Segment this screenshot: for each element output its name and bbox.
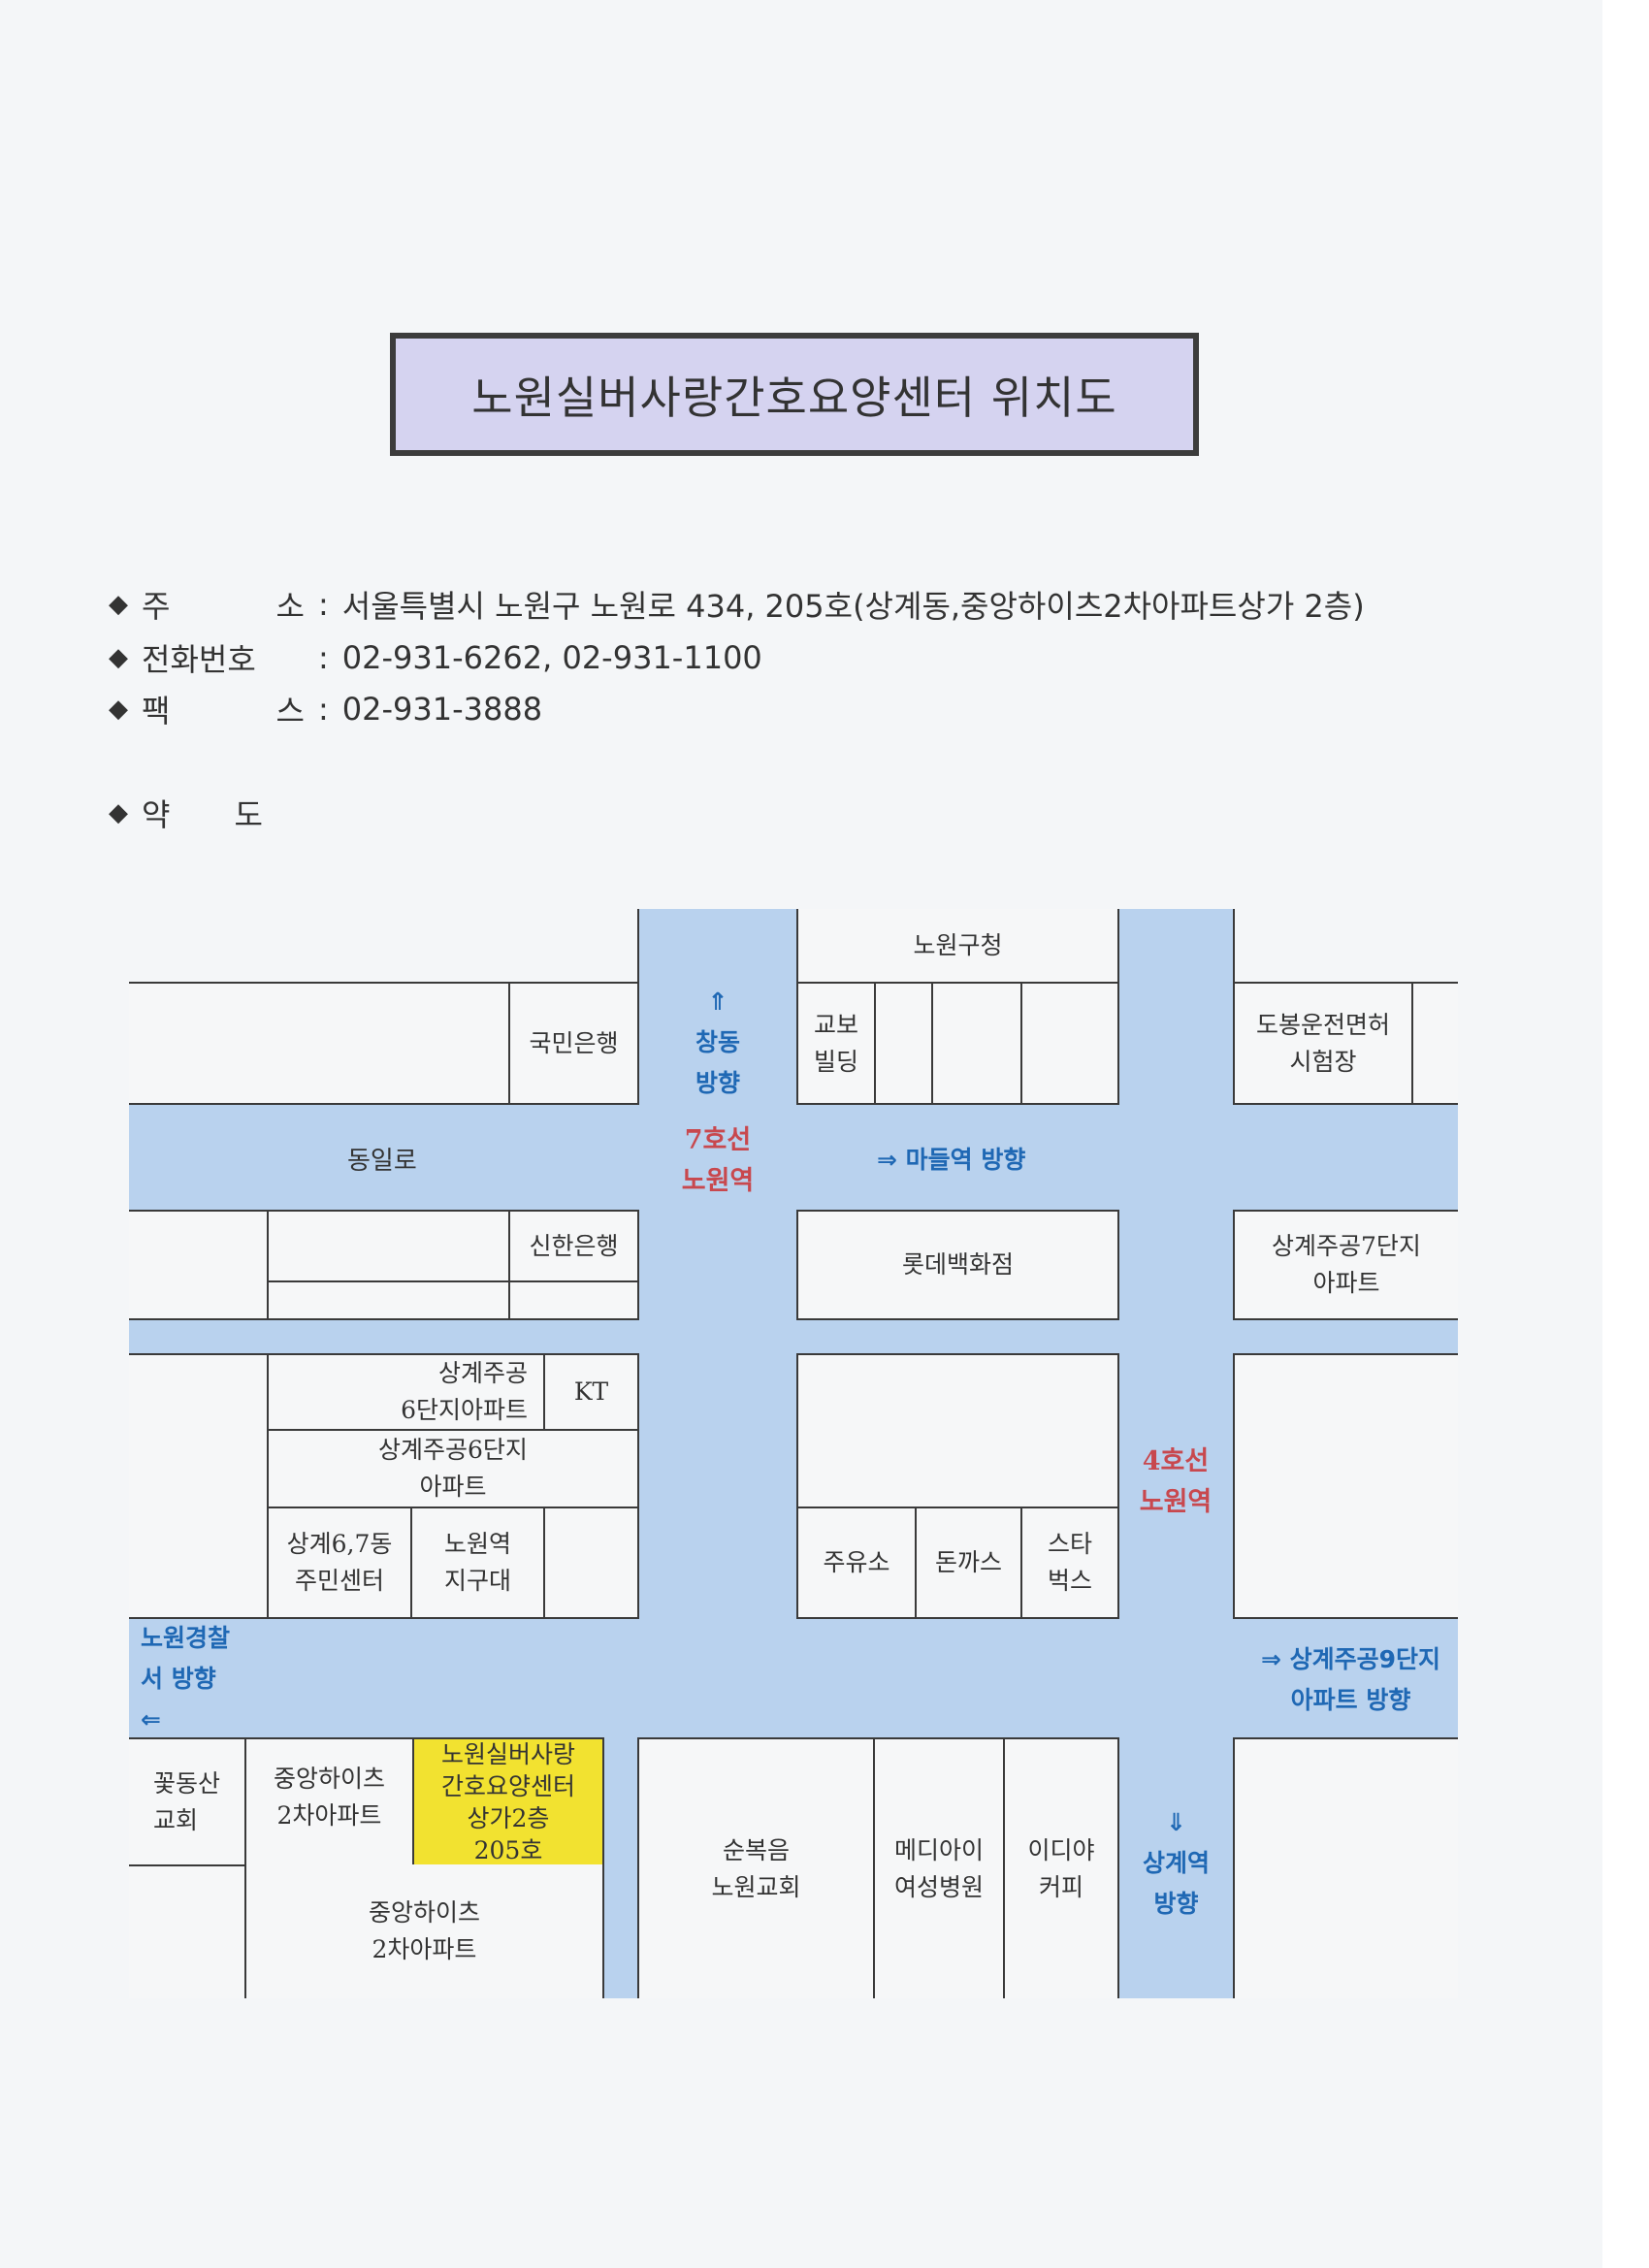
building-empty [508,1280,639,1320]
fax-value: 02-931-3888 [341,691,543,728]
building-empty [129,1353,269,1619]
building-empty [1020,982,1119,1105]
phone-line: ◆ 전화번호 : 02-931-6262, 02-931-1100 [109,635,762,680]
building-empty [267,1280,510,1320]
target-building-nursing-center: 노원실버사랑 간호요양센터 상가2층 205호 [412,1737,604,1866]
page-title: 노원실버사랑간호요양센터 위치도 [390,333,1199,456]
building-sanggye-jugong-6-small: 상계주공 6단지아파트 [267,1353,545,1431]
direction-sanggye-station: ⇓ 상계역 방향 [1142,1808,1210,1918]
building-jungang-heights-a: 중앙하이츠 2차아파트 [244,1737,414,1866]
road-vertical-1-lower [603,1738,638,1998]
station-line7-nowon: 7호선 노원역 [681,1125,755,1196]
road-lower [129,1618,1458,1738]
building-empty [1411,982,1458,1105]
building-jungang-heights-b: 중앙하이츠 2차아파트 [244,1864,604,1998]
building-empty [129,1210,269,1320]
building-empty [874,982,933,1105]
fax-line: ◆ 팩 스 : 02-931-3888 [109,687,542,731]
building-kookmin-bank: 국민은행 [508,982,639,1105]
address-label: 주 소 [142,588,305,625]
building-empty [129,1864,246,1998]
building-community-center: 상계6,7동 주민센터 [267,1507,412,1619]
page-title-text: 노원실버사랑간호요양센터 위치도 [471,371,1117,424]
building-empty [129,982,510,1105]
direction-sanggye-jugong-9: ⇒ 상계주공9단지 아파트 방향 [1260,1645,1441,1714]
phone-value: 02-931-6262, 02-931-1100 [341,639,762,676]
diamond-bullet-icon: ◆ [109,643,128,672]
road-vertical-1 [638,909,797,1618]
address-line: ◆ 주 소 : 서울특별시 노원구 노원로 434, 205호(상계동,중앙하이… [109,582,1365,627]
building-medi-eye-hospital: 메디아이 여성병원 [873,1737,1005,1998]
building-starbucks: 스타 벅스 [1020,1507,1119,1619]
building-gas-station: 주유소 [796,1507,917,1619]
road-vertical-2 [1118,909,1234,1998]
building-kt: KT [543,1353,639,1431]
road-label-dongil-ro: 동일로 [347,1147,417,1176]
direction-madeul: ⇒ 마들역 방향 [877,1146,1026,1174]
address-value: 서울특별시 노원구 노원로 434, 205호(상계동,중앙하이츠2차아파트상가… [341,588,1365,625]
diamond-bullet-icon: ◆ [109,798,128,827]
building-empty [1233,1353,1458,1619]
building-kyobo: 교보 빌딩 [796,982,876,1105]
building-tonkatsu: 돈까스 [915,1507,1022,1619]
building-empty [543,1507,639,1619]
direction-police-station: 노원경찰 서 방향 ⇐ [141,1624,231,1733]
building-nowon-gu-office: 노원구청 [796,909,1119,983]
building-dobong-license-center: 도봉운전면허 시험장 [1233,982,1413,1105]
phone-label: 전화번호 [142,641,256,678]
building-ediya-coffee: 이디야 커피 [1003,1737,1119,1998]
direction-changdong: ⇑ 창동 방향 [695,988,740,1097]
building-lotte-department-store: 롯데백화점 [796,1210,1119,1320]
building-sanggye-jugong-7: 상계주공7단지 아파트 [1233,1210,1458,1320]
building-empty [1233,1737,1458,1998]
map-heading: ◆ 약 도 [109,796,263,833]
station-line4-nowon: 4호선 노원역 [1139,1446,1212,1517]
scan-page-edge [1602,0,1649,2268]
diamond-bullet-icon: ◆ [109,590,128,619]
building-police-box: 노원역 지구대 [410,1507,545,1619]
fax-label: 팩 스 [142,693,305,729]
building-empty [931,982,1022,1105]
building-empty [796,1353,1119,1508]
building-sanggye-jugong-6: 상계주공6단지 아파트 [267,1429,639,1508]
building-empty [267,1210,510,1282]
building-full-gospel-church: 순복음 노원교회 [637,1737,875,1998]
building-shinhan-bank: 신한은행 [508,1210,639,1282]
building-flower-church: 꽃동산 교회 [129,1737,246,1866]
diamond-bullet-icon: ◆ [109,695,128,724]
